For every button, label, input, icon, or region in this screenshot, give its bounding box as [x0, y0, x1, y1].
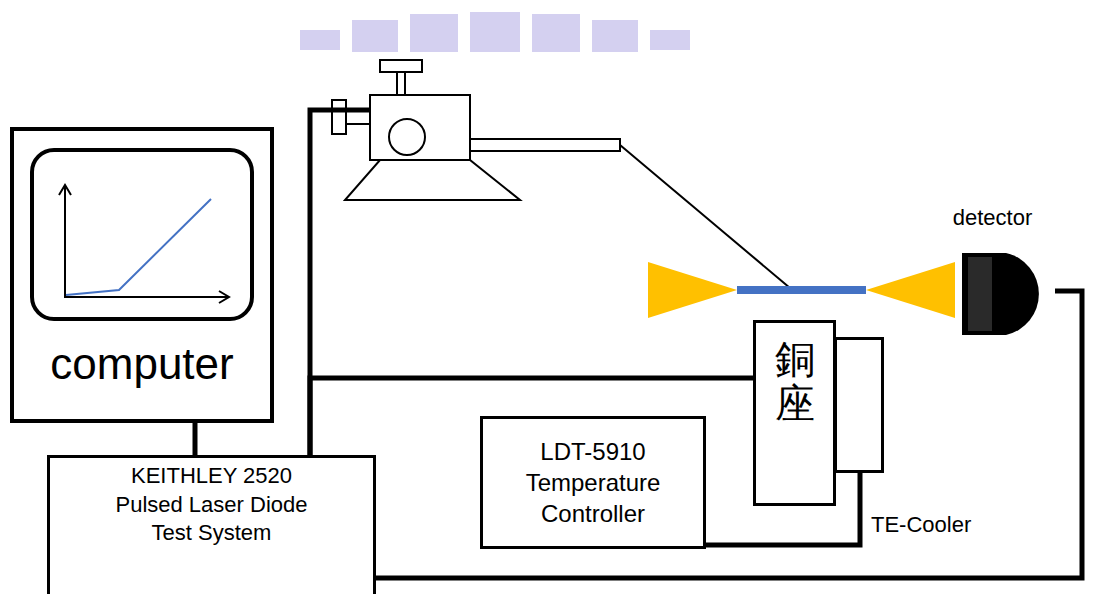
monitor-screen: [29, 147, 255, 322]
screen-frame: [32, 150, 252, 319]
li-curve: [66, 199, 211, 295]
laser-beam: [866, 262, 955, 318]
axis-arrow: [59, 185, 71, 195]
node-label: LDT-5910 Temperature Controller: [513, 436, 673, 530]
node-label: detector: [930, 205, 1055, 231]
node-label: KEITHLEY 2520 Pulsed Laser Diode Test Sy…: [106, 462, 318, 548]
copper-mount: 銅座: [753, 320, 836, 506]
detector-symbol: [960, 251, 1052, 337]
watermark: [300, 12, 690, 52]
laser-beam: [648, 262, 737, 318]
probe-needle: [620, 145, 790, 288]
probe-wire: [310, 110, 370, 455]
probe-positioner: [332, 60, 620, 200]
signal-wire: [193, 423, 198, 455]
temperature-controller: LDT-5910 Temperature Controller: [480, 416, 706, 549]
detector-face: [968, 257, 992, 331]
node-label: 銅座: [775, 337, 815, 425]
test-system: KEITHLEY 2520 Pulsed Laser Diode Test Sy…: [47, 455, 376, 594]
node-label: TE-Cooler: [871, 512, 971, 538]
graph-axes: [65, 187, 229, 297]
axis-arrow: [219, 291, 229, 303]
computer-box: computer: [10, 127, 274, 423]
node-label: computer: [50, 340, 233, 388]
detector: detector: [930, 205, 1055, 337]
te-cooler: TE-Cooler: [834, 337, 884, 473]
detector-body: [962, 253, 1039, 335]
laser-chip: [737, 286, 866, 294]
